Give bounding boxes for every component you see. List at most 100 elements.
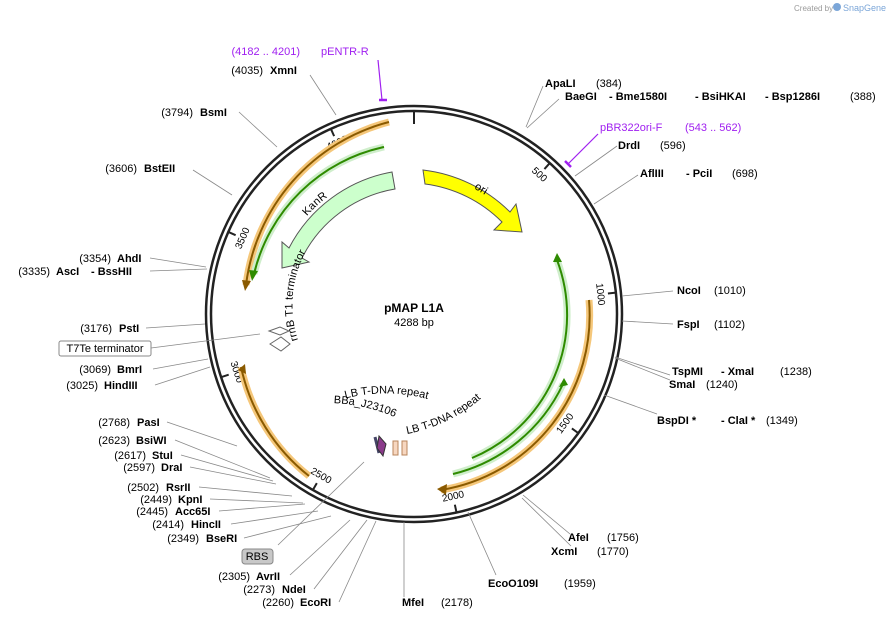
site-bsp1286i-name[interactable]: - Bsp1286I (765, 91, 820, 103)
site-ecori-pos: (2260) (262, 597, 294, 609)
site-eco0109i-pos: (1959) (564, 578, 596, 590)
site-acc65i-pos: (2445) (136, 506, 168, 518)
scale-tick (329, 128, 336, 137)
rrnb-terminator-marker[interactable] (267, 326, 291, 352)
site-stui-name[interactable]: StuI (152, 450, 173, 462)
site-bseri-name[interactable]: BseRI (206, 533, 237, 545)
green-arrowhead-right-1 (553, 253, 562, 262)
site-bsiwi-name[interactable]: BsiWI (136, 435, 167, 447)
primer-pentr-r-name[interactable]: pENTR-R (321, 46, 369, 58)
site-xcmi-name[interactable]: XcmI (551, 546, 577, 558)
site-drdi-name[interactable]: DrdI (618, 140, 640, 152)
site-acc65i-name[interactable]: Acc65I (175, 506, 210, 518)
orange-arrowhead-top-left (242, 280, 251, 291)
site-kpni-name[interactable]: KpnI (178, 494, 202, 506)
site-rsrii-name[interactable]: RsrII (166, 482, 190, 494)
primer-pentr-r-marker[interactable] (377, 59, 387, 102)
site-tspmi-pos: (1238) (780, 366, 812, 378)
site-pcii-name[interactable]: - PciI (686, 168, 712, 180)
lb-repeat-2-marker[interactable] (401, 440, 408, 456)
green-feature-line-right-1 (471, 259, 569, 459)
site-hindiii-pos: (3025) (66, 380, 98, 392)
site-xmai-name[interactable]: - XmaI (721, 366, 754, 378)
primer-pentr-r-line (377, 59, 383, 101)
site-fspi-pos: (1102) (714, 319, 745, 331)
lb-repeat-1-marker[interactable] (392, 440, 399, 456)
bba-promoter-marker[interactable] (373, 434, 387, 458)
site-afliii-name[interactable]: AflIII (640, 168, 664, 180)
site-avrii-pos: (2305) (218, 571, 250, 583)
kanr-feature-arrow[interactable] (281, 171, 396, 269)
site-avrii-name[interactable]: AvrII (256, 571, 280, 583)
site-xmni-name[interactable]: XmnI (270, 65, 297, 77)
primer-pbr322ori-f-marker[interactable] (564, 133, 599, 168)
site-ecori-name[interactable]: EcoRI (300, 597, 331, 609)
green-arrowhead-right-2 (559, 378, 568, 387)
site-apali-pos: (384) (596, 78, 622, 90)
site-mfei-name[interactable]: MfeI (402, 597, 424, 609)
scale-tick (453, 504, 458, 513)
site-psti-name[interactable]: PstI (119, 323, 139, 335)
site-apali-name[interactable]: ApaLI (545, 78, 576, 90)
site-ahdi-pos: (3354) (79, 253, 111, 265)
site-bsmi-pos: (3794) (161, 107, 193, 119)
site-bsshii-name[interactable]: - BssHII (91, 266, 132, 278)
site-bmri-pos: (3069) (79, 364, 111, 376)
primer-pbr322ori-f-bar (564, 160, 572, 168)
site-bmri-name[interactable]: BmrI (117, 364, 142, 376)
site-hincii-name[interactable]: HincII (191, 519, 221, 531)
primer-pbr322ori-f-name[interactable]: pBR322ori-F (600, 122, 663, 134)
site-fspi-name[interactable]: FspI (677, 319, 700, 331)
primer-pbr322ori-f-line (567, 133, 599, 165)
site-bsmi-name[interactable]: BsmI (200, 107, 227, 119)
site-pasi-name[interactable]: PasI (137, 417, 160, 429)
site-bsteii-name[interactable]: BstEII (144, 163, 175, 175)
site-clai-name[interactable]: - ClaI * (721, 415, 756, 427)
site-kpni-pos: (2449) (140, 494, 172, 506)
bba-label: BBa_J23106 (333, 394, 398, 420)
scale-tick (227, 231, 237, 237)
terminator-icon (267, 326, 291, 336)
site-bspdi-name[interactable]: BspDI * (657, 415, 697, 427)
sites-left: (4182 .. 4201) pENTR-R (4035) XmnI (3794… (18, 46, 369, 609)
site-ncoi-pos: (1010) (714, 285, 746, 297)
site-afei-pos: (1756) (607, 532, 639, 544)
site-hindiii-name[interactable]: HindIII (104, 380, 138, 392)
rbs-badge[interactable] (241, 548, 274, 565)
site-drai-name[interactable]: DraI (161, 462, 182, 474)
scale-tick-label: 3500 (234, 226, 253, 251)
scale-tick (607, 291, 616, 295)
site-ncoi-name[interactable]: NcoI (677, 285, 701, 297)
snapgene-logo-icon (833, 3, 841, 11)
backbone-outer-ring (204, 104, 624, 524)
t7te-terminator-label: T7Te terminator (66, 343, 143, 355)
site-drai-pos: (2597) (123, 462, 155, 474)
scale-tick (311, 482, 318, 491)
site-eco0109i-name[interactable]: EcoO109I (488, 578, 538, 590)
orange-feature-line-right (440, 299, 591, 491)
site-bsihkai-name[interactable]: - BsiHKAI (695, 91, 746, 103)
ori-feature-arrow[interactable] (422, 169, 523, 233)
site-afei-name[interactable]: AfeI (568, 532, 589, 544)
plasmid-title-block: pMAP L1A 4288 bp (384, 301, 444, 329)
site-ndei-name[interactable]: NdeI (282, 584, 306, 596)
site-baegi-name[interactable]: BaeGI (565, 91, 597, 103)
site-smai-name[interactable]: SmaI (669, 379, 695, 391)
ori-label: ori (473, 181, 490, 198)
scale-tick (220, 373, 229, 379)
site-asci-name[interactable]: AscI (56, 266, 79, 278)
green-feature-line-left (253, 146, 385, 275)
site-tspmi-name[interactable]: TspMI (672, 366, 703, 378)
site-ahdi-name[interactable]: AhdI (117, 253, 141, 265)
plasmid-name: pMAP L1A (384, 301, 444, 315)
site-bseri-pos: (2349) (167, 533, 199, 545)
rbs-label: RBS (246, 551, 269, 563)
site-bme1580i-name[interactable]: - Bme1580I (609, 91, 667, 103)
snapgene-branding: Created by SnapGene (794, 3, 886, 13)
site-smai-pos: (1240) (706, 379, 738, 391)
site-asci-pos: (3335) (18, 266, 50, 278)
site-afliii-pos: (698) (732, 168, 758, 180)
features: ori KanR rrnB T1 terminator BBa_J23106 L… (237, 59, 599, 495)
t7te-terminator-badge[interactable] (58, 340, 152, 357)
